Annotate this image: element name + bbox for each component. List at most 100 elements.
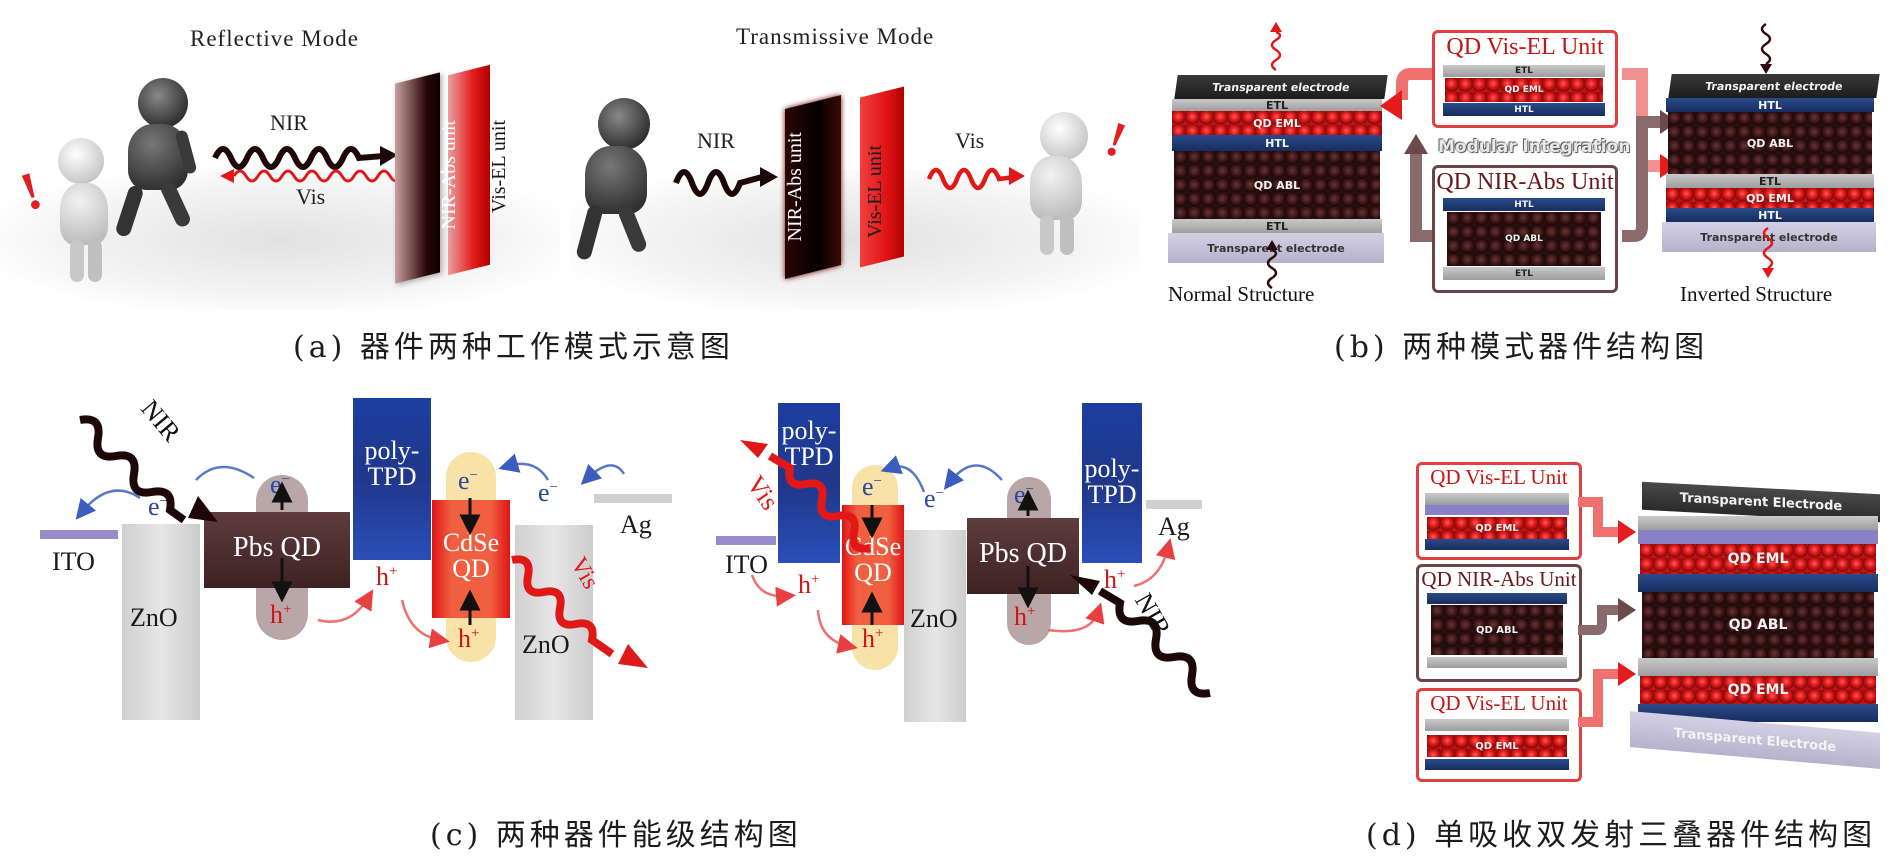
- zno-band: [122, 524, 200, 720]
- caption-d: (d) 单吸收双发射三叠器件结构图: [1366, 818, 1877, 853]
- cdse-line-2: QD: [452, 554, 490, 583]
- layer-etl: [1427, 657, 1567, 668]
- poly-tpd-label: poly- TPD: [1082, 456, 1142, 508]
- poly-tpd-line-1: poly-: [364, 436, 420, 465]
- nir-wave-arrow: [79, 415, 218, 524]
- layer-htl: HTL: [1666, 98, 1874, 112]
- poly-tpd-line-1: poly-: [1084, 454, 1140, 483]
- layer-htl: HTL: [1443, 103, 1605, 116]
- poly-tpd-line-2: TPD: [1087, 480, 1137, 509]
- layer-etl: ETL: [1443, 65, 1605, 77]
- layer-transparent-electrode: Transparent electrode: [1668, 74, 1880, 98]
- layer-qd-abl: QD ABL: [1431, 605, 1563, 655]
- layer-htl: [1425, 759, 1569, 770]
- hole-label: h+: [1104, 565, 1126, 594]
- carrier-transfer-arrows: [75, 453, 626, 649]
- absorption-arrow-icon: [1266, 240, 1278, 290]
- ag-level: [594, 494, 672, 503]
- electron-label: e−: [862, 472, 883, 501]
- layer-etl: [1638, 516, 1878, 530]
- cdse-line-2: QD: [854, 558, 892, 587]
- ito-level: [40, 530, 118, 539]
- layer-htl: HTL: [1666, 208, 1874, 222]
- layer-qd-abl: QD ABL: [1642, 592, 1874, 658]
- caption-b: (b) 两种模式器件结构图: [1334, 330, 1709, 365]
- integration-arrows-left: [1380, 68, 1438, 242]
- transmissive-mode-title: Transmissive Mode: [736, 24, 935, 49]
- poly-tpd-label: poly- TPD: [353, 438, 431, 490]
- pbs-qd-band: [967, 518, 1079, 594]
- layer-etl: [1425, 719, 1569, 731]
- ito-label: ITO: [52, 547, 95, 576]
- zno-label: ZnO: [130, 603, 178, 632]
- stacking-arrows: [1578, 497, 1636, 727]
- layer-htl: [1427, 593, 1567, 604]
- layer-htl: [1638, 574, 1878, 592]
- layer-qd-abl: QD ABL: [1447, 212, 1601, 266]
- ito-level: [716, 536, 776, 545]
- vis-wave-arrow: [220, 169, 404, 183]
- nir-wave-arrow: [212, 146, 398, 170]
- layer-etl: [1638, 658, 1878, 676]
- integration-arrows-right: [1622, 68, 1678, 242]
- zno-band: [904, 530, 966, 722]
- vis-el-unit-title: QD Vis-EL Unit: [1430, 465, 1568, 489]
- layer-qd-eml: QD EML: [1666, 188, 1874, 208]
- carrier-transfer-arrows: [750, 455, 1176, 654]
- emission-arrow-icon: [1762, 226, 1774, 278]
- layer-qd-eml: QD EML: [1640, 544, 1876, 574]
- pbs-qd-label: Pbs QD: [233, 532, 321, 563]
- layer-htl: [1425, 539, 1569, 550]
- layer-etl: ETL: [1172, 99, 1382, 112]
- zno-label: ZnO: [522, 630, 570, 659]
- layer-etl: ETL: [1666, 174, 1874, 188]
- ag-label: Ag: [620, 510, 652, 539]
- modular-integration-label: Modular Integration: [1438, 137, 1631, 157]
- poly-tpd-line-1: poly-: [781, 416, 837, 445]
- hole-label: h+: [798, 570, 820, 599]
- vis-wave-arrow: [511, 555, 648, 668]
- vis-wave-arrow: [740, 440, 871, 553]
- cdse-qd-label: CdSe QD: [432, 530, 510, 582]
- layer-etl: [1425, 493, 1569, 505]
- pbs-qd-band: [204, 512, 350, 588]
- ito-label: ITO: [725, 550, 768, 579]
- ag-label: Ag: [1158, 512, 1190, 541]
- nir-wave-arrow: [673, 167, 778, 197]
- ag-level: [1146, 500, 1202, 509]
- vis-el-unit-title: QD Vis-EL Unit: [1446, 34, 1604, 60]
- vis-label: Vis: [296, 184, 326, 209]
- poly-tpd-band: [1082, 403, 1142, 563]
- layer-qd-eml: QD EML: [1172, 111, 1382, 135]
- layer-etl: ETL: [1443, 267, 1605, 280]
- hole-label: h+: [270, 600, 292, 629]
- vis-wave-arrow: [926, 167, 1025, 191]
- layer-qd-eml: QD EML: [1427, 735, 1567, 757]
- vis-el-unit-box: QD Vis-EL Unit ETL QD EML HTL: [1432, 30, 1618, 128]
- caption-c: (c) 两种器件能级结构图: [430, 818, 802, 853]
- nir-abs-unit-title: QD NIR-Abs Unit: [1421, 567, 1577, 591]
- inverted-structure-label: Inverted Structure: [1680, 282, 1833, 306]
- hole-label: h+: [1014, 602, 1036, 631]
- nir-abs-unit-title: QD NIR-Abs Unit: [1436, 169, 1614, 195]
- poly-tpd-line-2: TPD: [367, 462, 417, 491]
- hole-label: h+: [458, 624, 480, 653]
- electron-label: e−: [538, 478, 559, 507]
- hole-label: h+: [376, 562, 398, 591]
- caption-a: (a) 器件两种工作模式示意图: [293, 330, 734, 365]
- nir-abs-unit-box: QD NIR-Abs Unit QD ABL: [1416, 564, 1582, 682]
- pbs-qd-label: Pbs QD: [979, 538, 1067, 569]
- vis-el-unit-box: QD Vis-EL Unit QD EML: [1416, 462, 1582, 560]
- electron-label: e−: [458, 466, 479, 495]
- layer-etl: ETL: [1172, 219, 1382, 233]
- electron-label: e−: [924, 484, 945, 513]
- layer-qd-abl: QD ABL: [1174, 151, 1380, 219]
- layer-qd-eml: QD EML: [1427, 517, 1567, 539]
- layer-interlayer: [1425, 505, 1569, 515]
- layer-htl: HTL: [1443, 198, 1605, 211]
- layer-qd-eml: QD EML: [1445, 78, 1603, 102]
- vis-el-unit-box: QD Vis-EL Unit QD EML: [1416, 688, 1582, 782]
- layer-htl: HTL: [1172, 135, 1382, 151]
- emission-arrow-icon: [1270, 22, 1282, 72]
- reflective-mode-title: Reflective Mode: [190, 26, 359, 51]
